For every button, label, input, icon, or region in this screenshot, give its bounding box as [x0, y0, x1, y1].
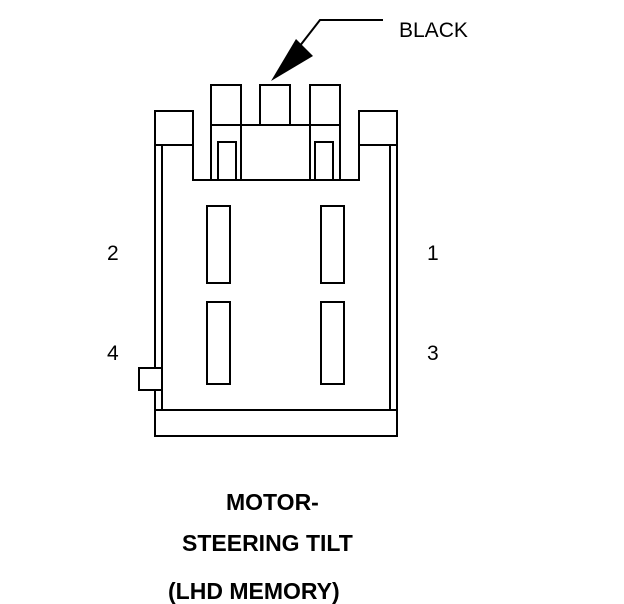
- connector-right-ear: [358, 110, 398, 146]
- connector-left-ear: [154, 110, 194, 146]
- latch-tower-left: [210, 84, 242, 181]
- terminal-cavity-2: [206, 205, 231, 284]
- connector-side-tab: [138, 367, 163, 391]
- terminal-cavity-1: [320, 205, 345, 284]
- latch-tower-right: [309, 84, 341, 181]
- terminal-cavity-3: [320, 301, 345, 385]
- pin-label-4: 4: [107, 342, 119, 365]
- pin-label-1: 1: [427, 242, 439, 265]
- caption-line-1: MOTOR-: [226, 489, 319, 515]
- key-post-center: [240, 84, 311, 181]
- callout-color-label: BLACK: [399, 19, 468, 42]
- pin-label-3: 3: [427, 342, 439, 365]
- callout-arrowhead: [271, 39, 313, 81]
- caption-line-2: STEERING TILT: [182, 530, 353, 556]
- connector-base: [154, 409, 398, 437]
- caption-line-3: (LHD MEMORY): [168, 578, 340, 604]
- pin-label-2: 2: [107, 242, 119, 265]
- connector-body-outline: [154, 145, 398, 411]
- terminal-cavity-4: [206, 301, 231, 385]
